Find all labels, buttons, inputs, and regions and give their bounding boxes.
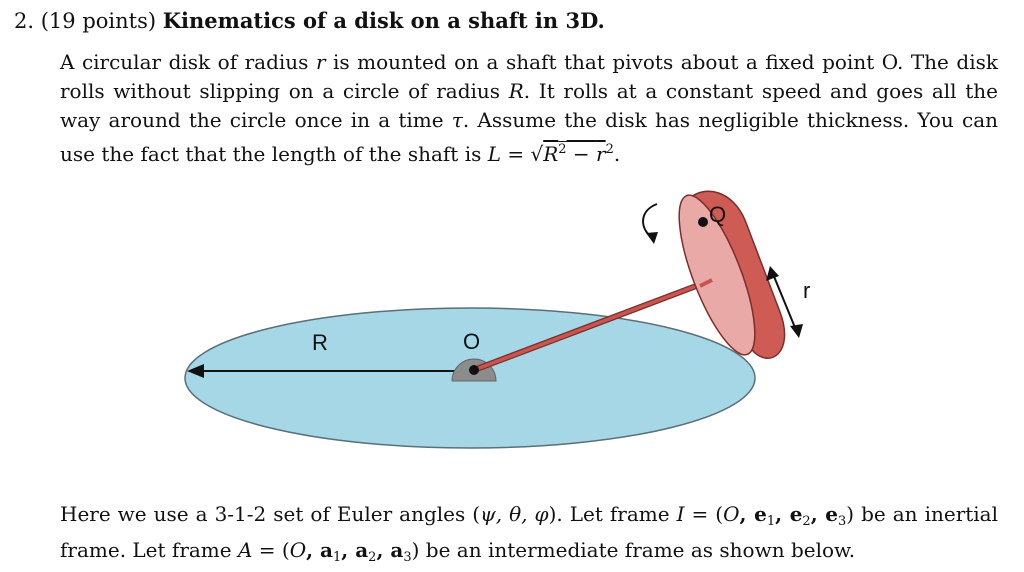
radius-r-arrow <box>772 273 797 331</box>
euler-line-1: Here we use a 3-1-2 set of Euler angles … <box>60 502 999 529</box>
euler-angles-statement: Here we use a 3-1-2 set of Euler angles … <box>60 500 998 572</box>
label-r: r <box>803 278 810 303</box>
label-Q: Q <box>709 202 726 227</box>
problem-points: (19 points) <box>40 9 157 33</box>
point-Q <box>698 217 708 227</box>
problem-number: 2. <box>14 9 35 33</box>
problem-title: Kinematics of a disk on a shaft in 3D. <box>162 8 605 33</box>
statement-line-2: rolls without slipping on a circle of ra… <box>60 79 998 103</box>
statement-line-4: use the fact that the length of the shaf… <box>60 142 621 166</box>
pivot-point <box>469 365 479 375</box>
label-O: O <box>463 329 480 354</box>
problem-header: 2. (19 points) Kinematics of a disk on a… <box>14 8 605 33</box>
disk-face <box>678 194 756 356</box>
euler-line-2: frame. Let frame A = (O, a1, a2, a3) be … <box>60 538 856 565</box>
problem-statement: A circular disk of radius r is mounted o… <box>60 48 998 169</box>
radius-R-arrowhead <box>187 364 204 378</box>
label-R: R <box>312 330 328 355</box>
statement-line-1: A circular disk of radius r is mounted o… <box>60 50 998 74</box>
statement-line-3: way around the circle once in a time τ. … <box>60 108 998 132</box>
